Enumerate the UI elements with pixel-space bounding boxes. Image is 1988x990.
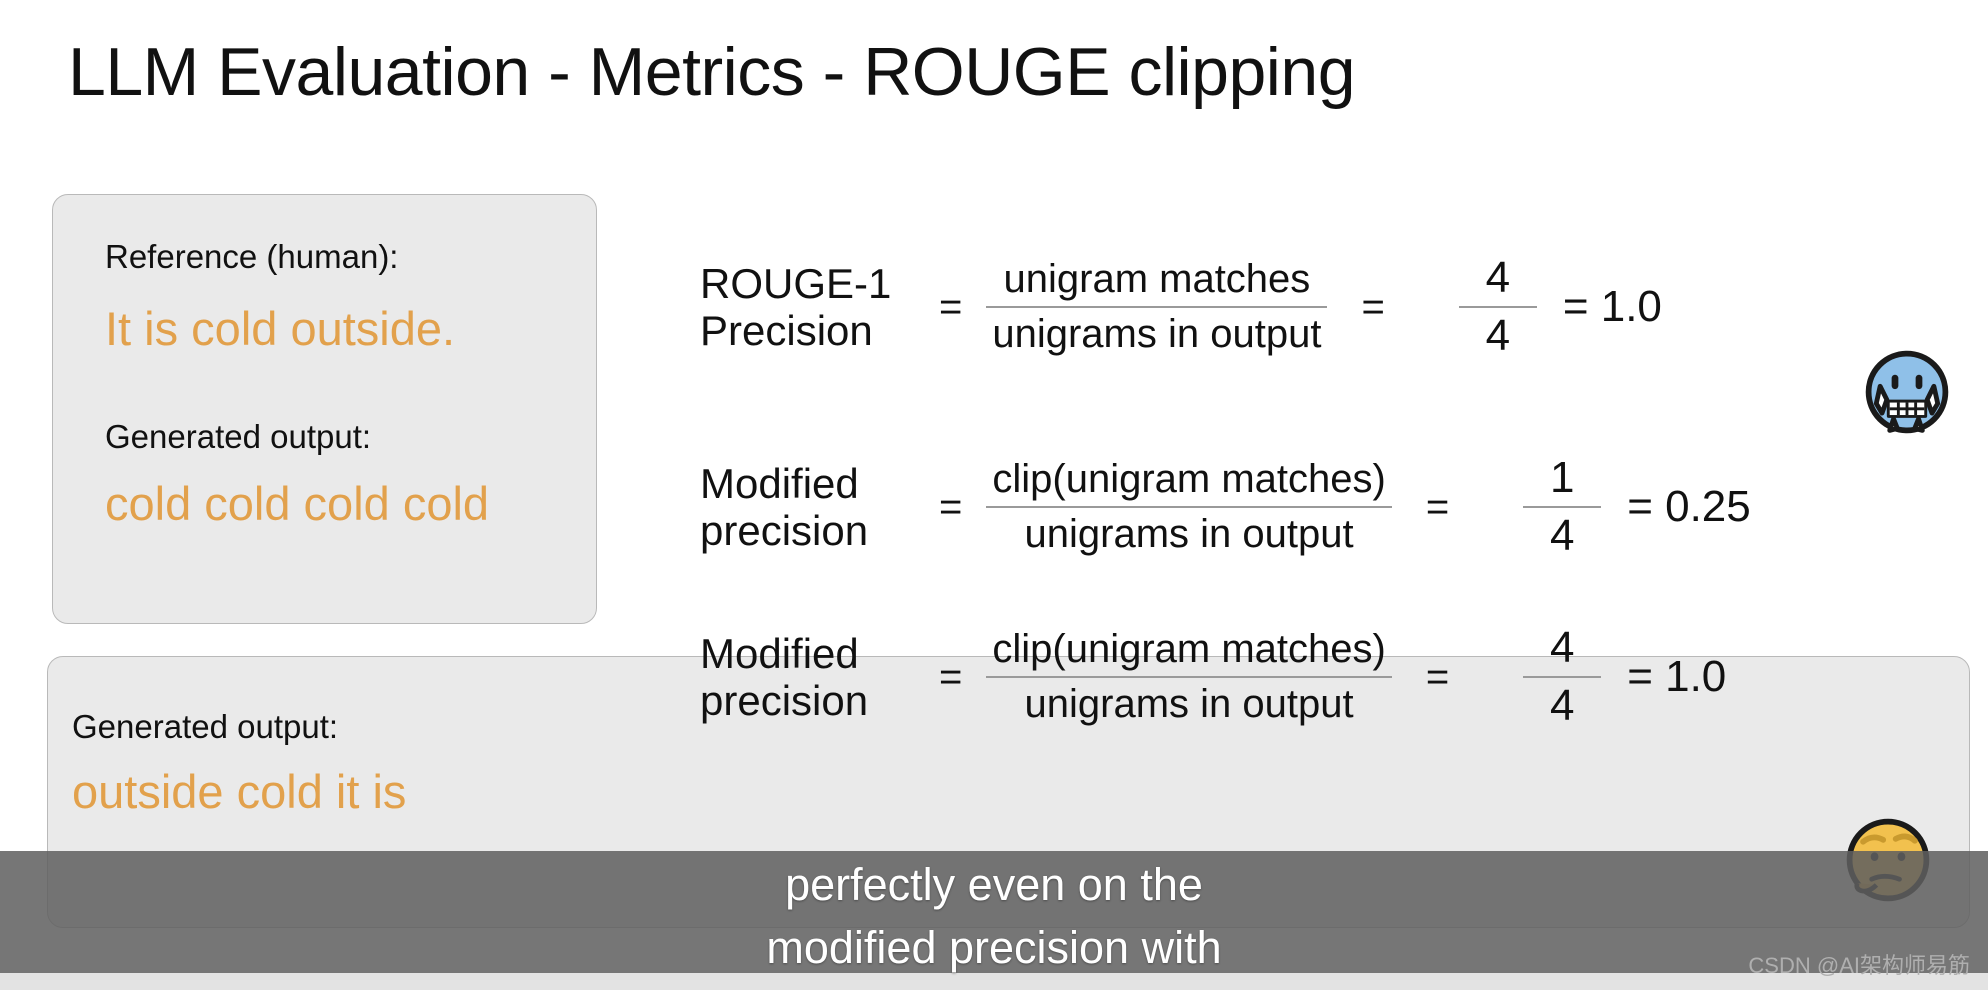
formula-fraction: clip(unigram matches) unigrams in output xyxy=(986,627,1392,727)
generated-output-value-2: outside cold it is xyxy=(72,765,407,818)
reference-label: Reference (human): xyxy=(105,238,399,275)
equals-sign-1: = xyxy=(939,654,963,699)
generated-output-value: cold cold cold cold xyxy=(105,477,490,530)
formula-row-rouge1-precision: ROUGE-1 Precision = unigram matches unig… xyxy=(700,253,1662,361)
subtitle-overlay-bar xyxy=(0,851,1988,973)
result-denominator: 4 xyxy=(1485,311,1511,361)
subtitle-text: perfectly even on the modified precision… xyxy=(0,853,1988,979)
result-fraction-bar xyxy=(1458,306,1537,309)
subtitle-line-2: modified precision with xyxy=(766,922,1222,973)
formula-name-line2: precision xyxy=(700,677,869,725)
formula-row-modified-precision-1: Modified precision = clip(unigram matche… xyxy=(700,453,1751,561)
formula-fraction: unigram matches unigrams in output xyxy=(986,257,1328,357)
generated-output-label-2: Generated output: xyxy=(72,708,339,745)
formula-result: = 1.0 xyxy=(1627,652,1727,702)
formula-name-line2: Precision xyxy=(700,307,873,355)
generated-output-label: Generated output: xyxy=(105,418,372,455)
fraction-bar xyxy=(986,306,1328,309)
result-fraction: 1 4 xyxy=(1523,453,1602,561)
result-fraction-bar xyxy=(1523,506,1602,509)
formula-name: Modified precision xyxy=(700,630,915,724)
fraction-denominator: unigrams in output xyxy=(992,312,1322,357)
fraction-numerator: unigram matches xyxy=(1003,257,1311,302)
watermark: CSDN @AI架构师易筋 xyxy=(1748,953,1970,978)
fraction-denominator: unigrams in output xyxy=(1024,682,1354,727)
fraction-bar xyxy=(986,506,1392,509)
equals-sign-2: = xyxy=(1425,484,1450,529)
formula-fraction: clip(unigram matches) unigrams in output xyxy=(986,457,1392,557)
formula-name: Modified precision xyxy=(700,460,915,554)
reference-value: It is cold outside. xyxy=(105,302,456,355)
formula-result: = 1.0 xyxy=(1562,282,1662,332)
subtitle-line-1: perfectly even on the xyxy=(785,859,1203,910)
formula-name-line1: ROUGE-1 xyxy=(700,260,892,308)
equals-sign-1: = xyxy=(939,484,963,529)
equals-sign-1: = xyxy=(939,284,963,329)
fraction-bar xyxy=(986,676,1392,679)
result-denominator: 4 xyxy=(1549,681,1575,731)
fraction-numerator: clip(unigram matches) xyxy=(992,457,1386,502)
formula-result: = 0.25 xyxy=(1627,482,1751,532)
result-fraction: 4 4 xyxy=(1523,623,1602,731)
result-denominator: 4 xyxy=(1549,511,1575,561)
page-title: LLM Evaluation - Metrics - ROUGE clippin… xyxy=(68,34,1356,110)
result-numerator: 4 xyxy=(1549,623,1575,672)
equals-sign-2: = xyxy=(1425,654,1450,699)
reference-card xyxy=(52,194,597,624)
result-fraction: 4 4 xyxy=(1458,253,1537,361)
formula-name: ROUGE-1 Precision xyxy=(700,260,915,354)
fraction-denominator: unigrams in output xyxy=(1024,512,1354,557)
fraction-numerator: clip(unigram matches) xyxy=(992,627,1386,672)
formula-row-modified-precision-2: Modified precision = clip(unigram matche… xyxy=(700,623,1727,731)
result-numerator: 1 xyxy=(1549,453,1575,502)
subtitle-bottom-strip xyxy=(0,973,1988,990)
result-numerator: 4 xyxy=(1485,253,1511,302)
formula-name-line2: precision xyxy=(700,507,869,555)
equals-sign-2: = xyxy=(1361,284,1385,329)
cold-face-emoji xyxy=(1865,350,1949,434)
formula-name-line1: Modified xyxy=(700,630,859,678)
formula-name-line1: Modified xyxy=(700,460,859,508)
result-fraction-bar xyxy=(1523,676,1602,679)
